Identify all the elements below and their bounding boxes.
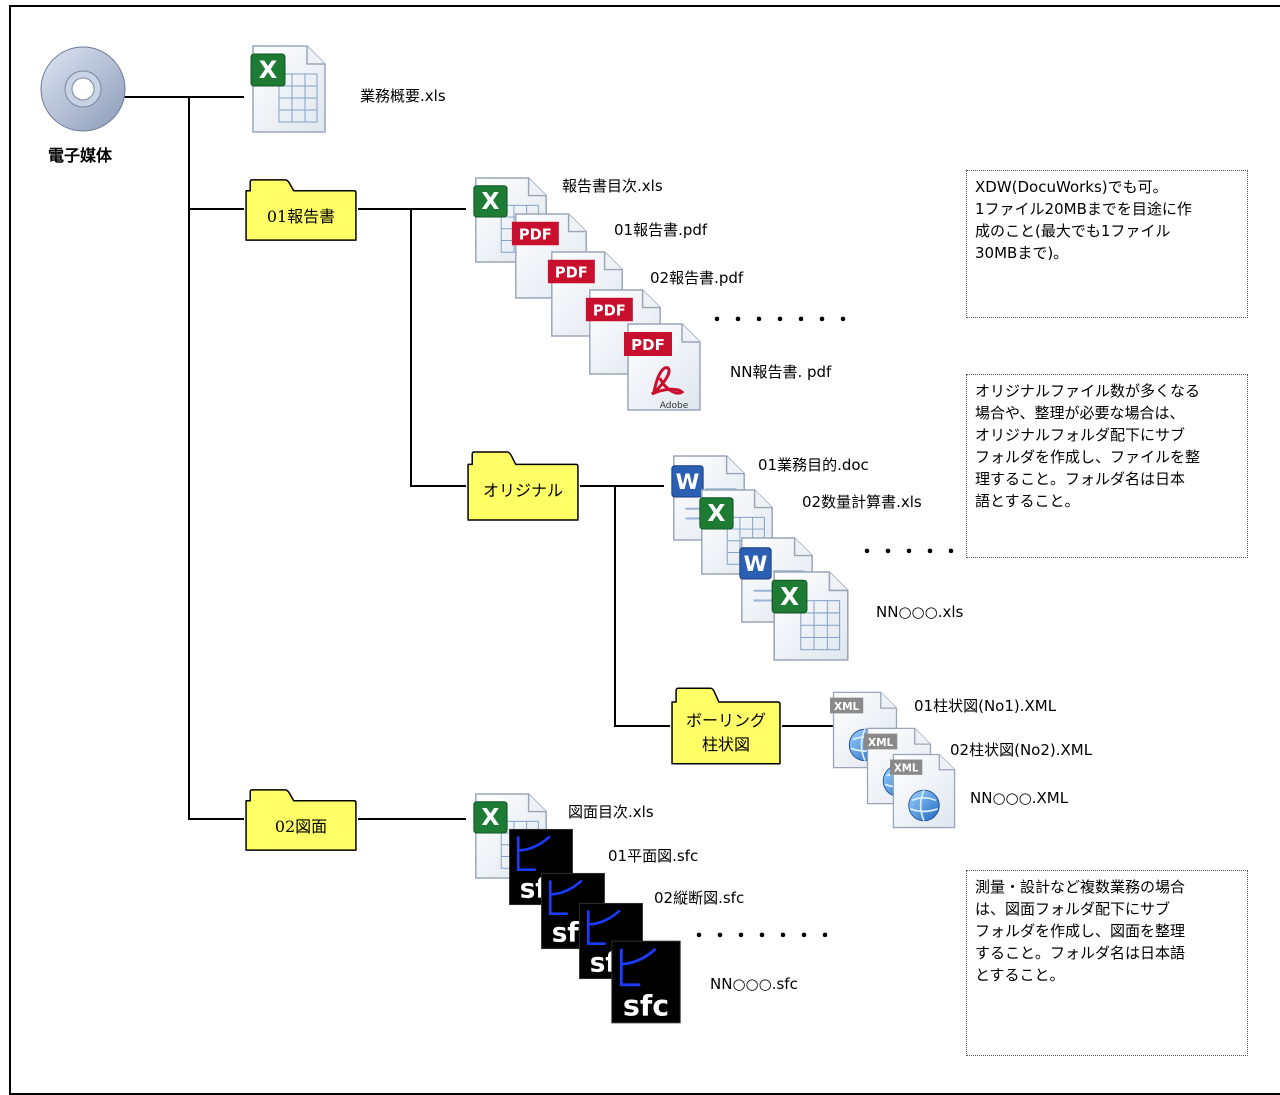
note-line: 30MBまで)。 <box>975 244 1069 262</box>
ellipsis: ・・・・・・・ <box>690 926 837 947</box>
folder-report[interactable]: 01報告書 <box>244 178 358 242</box>
folder-label: オリジナル <box>482 481 563 500</box>
excel-file-icon[interactable] <box>764 570 858 662</box>
note-drawing: 測量・設計など複数業務の場合 は、図面フォルダ配下にサブ フォルダを作成し、図面… <box>966 870 1248 1056</box>
note-line: XDW(DocuWorks)でも可。 <box>975 178 1168 196</box>
ellipsis: ・・・・・・・ <box>708 310 855 331</box>
note-line: 理すること。フォルダ名は日本 <box>975 470 1186 488</box>
note-line: 測量・設計など複数業務の場合 <box>975 878 1186 896</box>
connector-line <box>614 725 670 727</box>
folder-label: ボーリング <box>685 711 766 730</box>
sfc-file-icon[interactable] <box>608 938 684 1026</box>
file-label: 01業務目的.doc <box>758 456 869 474</box>
note-line: オリジナルファイル数が多くなる <box>975 382 1201 400</box>
pdf-file-icon[interactable] <box>618 322 710 412</box>
note-pdf: XDW(DocuWorks)でも可。 1ファイル20MBまでを目途に作 成のこと… <box>966 170 1248 318</box>
note-line: 成のこと(最大でも1ファイル <box>975 222 1171 240</box>
file-label: 報告書目次.xls <box>562 177 663 195</box>
connector-line <box>358 818 466 820</box>
note-line: オリジナルフォルダ配下にサブ <box>975 426 1186 444</box>
connector-line <box>614 485 616 727</box>
note-line: すること。フォルダ名は日本語 <box>975 944 1186 962</box>
note-line: 語とすること。 <box>975 492 1080 510</box>
file-label: 02柱状図(No2).XML <box>950 741 1093 759</box>
file-label: NN○○○.XML <box>970 789 1069 807</box>
file-label: 図面目次.xls <box>568 803 654 821</box>
file-label: 01平面図.sfc <box>608 847 699 865</box>
connector-line <box>188 208 244 210</box>
file-label: 02報告書.pdf <box>650 269 744 287</box>
note-line: フォルダを作成し、ファイルを整 <box>975 448 1201 466</box>
connector-line <box>188 818 244 820</box>
file-label: NN○○○.sfc <box>710 975 798 993</box>
file-label: NN報告書. pdf <box>730 363 832 381</box>
note-line: とすること。 <box>975 966 1065 984</box>
connector-line <box>358 208 466 210</box>
connector-line <box>188 96 190 820</box>
file-label: 01柱状図(No1).XML <box>914 697 1057 715</box>
excel-file-icon[interactable] <box>240 44 338 134</box>
connector-line <box>410 485 466 487</box>
folder-label: 02図面 <box>274 817 328 836</box>
connector-line <box>782 725 840 727</box>
file-label: NN○○○.xls <box>876 603 964 621</box>
note-line: は、図面フォルダ配下にサブ <box>975 900 1171 918</box>
file-label: 02縦断図.sfc <box>654 889 745 907</box>
note-line: フォルダを作成し、図面を整理 <box>975 922 1186 940</box>
folder-label: 01報告書 <box>266 207 336 226</box>
file-label: 02数量計算書.xls <box>802 493 922 511</box>
note-original: オリジナルファイル数が多くなる 場合や、整理が必要な場合は、 オリジナルフォルダ… <box>966 374 1248 558</box>
note-line: 場合や、整理が必要な場合は、 <box>975 404 1185 422</box>
folder-original[interactable]: オリジナル <box>466 450 580 522</box>
file-label: 業務概要.xls <box>360 87 446 105</box>
folder-boring[interactable]: ボーリング 柱状図 <box>670 686 782 766</box>
file-label: 01報告書.pdf <box>614 221 708 239</box>
xml-file-icon[interactable] <box>890 752 958 830</box>
root-label: 電子媒体 <box>48 146 113 165</box>
note-line: 1ファイル20MBまでを目途に作 <box>975 200 1192 218</box>
folder-label: 柱状図 <box>701 735 750 754</box>
connector-line <box>410 208 412 486</box>
connector-line <box>580 485 664 487</box>
folder-drawing[interactable]: 02図面 <box>244 788 358 852</box>
disc-icon <box>38 44 128 134</box>
connector-line <box>120 96 244 98</box>
